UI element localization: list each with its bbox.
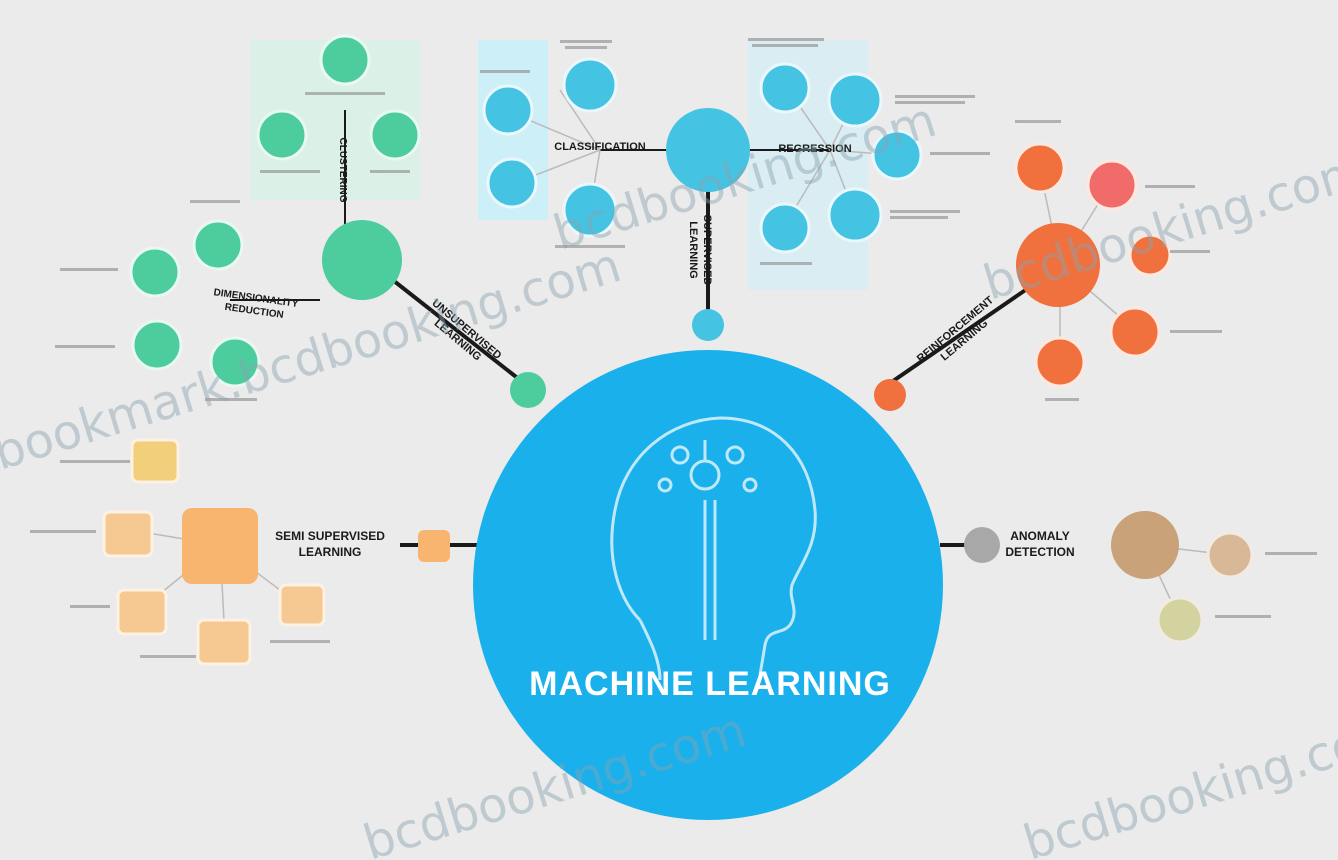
dimensionality-leaf-2[interactable] (129, 246, 181, 298)
classification-leaf-1[interactable] (562, 57, 618, 113)
semi-hub-node[interactable] (182, 508, 258, 584)
machine-learning-title: MACHINE LEARNING (529, 665, 891, 703)
semi-connector-node[interactable] (418, 530, 450, 562)
clustering-label-group: CLUSTERING (337, 138, 348, 203)
supervised-hub-node[interactable] (666, 108, 750, 192)
anomaly-label-line2: DETECTION (1005, 545, 1074, 559)
supervised-label-line2: LEARNING (687, 221, 699, 278)
anomaly-leaf-2[interactable] (1156, 596, 1204, 644)
watermark-5: bcdbooking.com (1017, 702, 1338, 860)
classification-leaf-2[interactable] (482, 84, 534, 136)
reinforcement-hub-node[interactable] (1016, 223, 1100, 307)
reinforcement-leaf-4[interactable] (1109, 306, 1161, 358)
regression-leaf-5[interactable] (759, 202, 811, 254)
regression-leaf-4[interactable] (827, 187, 883, 243)
semi-leaf-nodes (102, 438, 326, 666)
classification-leaf-3[interactable] (486, 157, 538, 209)
reinforcement-leaf-nodes (1014, 142, 1172, 388)
semi-label-line1: SEMI SUPERVISED (275, 529, 385, 543)
dimensionality-leaf-4[interactable] (209, 336, 261, 388)
leaf-caption-strokes (30, 38, 1317, 658)
clustering-leaf-3[interactable] (369, 109, 421, 161)
classification-leaf-4[interactable] (562, 182, 618, 238)
semi-label-line2: LEARNING (299, 545, 362, 559)
anomaly-hub-node[interactable] (1111, 511, 1179, 579)
supervised-label: SUPERVISED LEARNING (687, 215, 713, 286)
regression-leaf-1[interactable] (759, 62, 811, 114)
watermark-2: bcdbooking.com (547, 92, 942, 261)
supervised-connector-node[interactable] (692, 309, 724, 341)
reinforcement-connector-node[interactable] (874, 379, 906, 411)
dimensionality-leaf-3[interactable] (131, 319, 183, 371)
unsupervised-connector-node[interactable] (510, 372, 546, 408)
regression-leaf-2[interactable] (827, 72, 883, 128)
semi-leaf-1[interactable] (130, 438, 180, 484)
clustering-leaf-2[interactable] (256, 109, 308, 161)
clustering-label: CLUSTERING (337, 138, 348, 203)
reinforcement-leaf-5[interactable] (1034, 336, 1086, 388)
unsupervised-hub-node[interactable] (322, 220, 402, 300)
supervised-label-line1: SUPERVISED (701, 215, 713, 286)
unsupervised-leaf-nodes (129, 34, 421, 388)
reinforcement-leaf-1[interactable] (1014, 142, 1066, 194)
dimensionality-label-group: DIMENSIONALITY REDUCTION (213, 287, 300, 321)
brain-head-icon (610, 416, 817, 681)
semi-leaf-2[interactable] (102, 510, 154, 558)
clustering-leaf-1[interactable] (319, 34, 371, 86)
anomaly-leaf-1[interactable] (1206, 531, 1254, 579)
semi-leaf-3[interactable] (116, 588, 168, 636)
anomaly-leaf-nodes (1156, 531, 1254, 644)
semi-leaf-4[interactable] (196, 618, 252, 666)
dimensionality-leaf-1[interactable] (192, 219, 244, 271)
regression-label: REGRESSION (778, 143, 851, 155)
classification-label: CLASSIFICATION (554, 141, 646, 153)
anomaly-label-line1: ANOMALY (1010, 529, 1070, 543)
regression-leaf-3[interactable] (871, 129, 923, 181)
semi-leaf-5[interactable] (278, 583, 326, 627)
reinforcement-leaf-3[interactable] (1128, 233, 1172, 277)
machine-learning-circle[interactable] (473, 350, 943, 820)
anomaly-connector-node[interactable] (964, 527, 1000, 563)
supervised-leaf-nodes (482, 57, 923, 254)
reinforcement-leaf-2[interactable] (1086, 159, 1138, 211)
